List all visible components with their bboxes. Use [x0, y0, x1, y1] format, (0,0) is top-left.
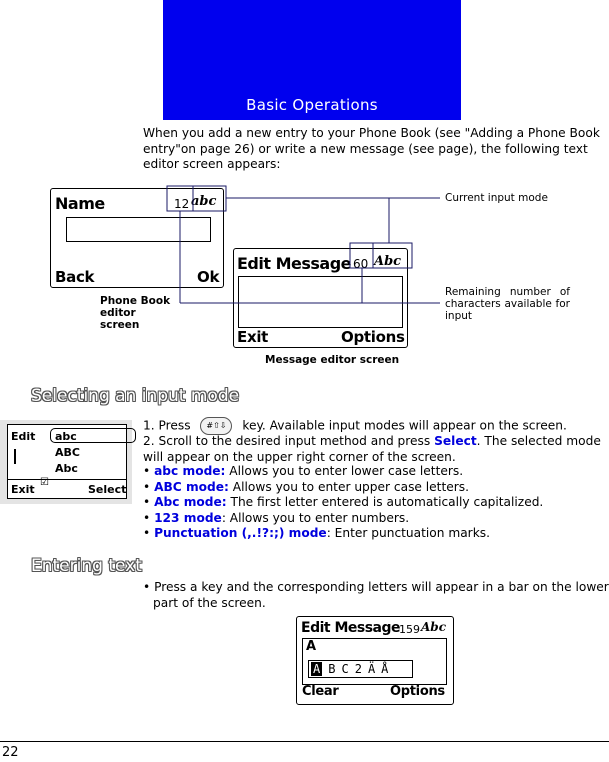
section-heading-input-mode: Selecting an input mode — [31, 386, 240, 406]
phone-book-screen: Name 12 abc Back Ok — [50, 188, 224, 288]
chapter-title: Basic Operations — [246, 96, 378, 114]
menu-item-abc[interactable]: abc — [55, 430, 77, 443]
candidate-selected: A — [311, 662, 323, 676]
hash-key-icon: #⇧⇩ — [200, 417, 233, 435]
chapter-banner: Basic Operations — [163, 0, 461, 120]
bullet-abc: • abc mode: Allows you to enter lower ca… — [143, 464, 464, 478]
message-editor-screen: Edit Message 60 Abc Exit Options — [233, 248, 408, 348]
menu-item-Abc[interactable]: Abc — [55, 462, 78, 475]
bullet-ABC: • ABC mode: Allows you to enter upper ca… — [143, 479, 469, 494]
typed-text: A — [306, 639, 317, 654]
bullet-text: Press a key and the corresponding letter… — [153, 580, 609, 610]
callout-lines — [166, 185, 440, 304]
candidate: Ä — [367, 662, 376, 676]
screen-title: Name — [55, 194, 105, 213]
phone-book-caption: Phone Book editor screen — [100, 295, 171, 331]
entering-text-bullet: • Press a key and the corresponding lett… — [143, 580, 609, 610]
bullet-Abc: • Abc mode: The first letter entered is … — [143, 495, 544, 509]
soft-key-right: Ok — [197, 268, 220, 286]
current-input-mode-note: Current input mode — [445, 192, 548, 204]
char-count: 159 — [399, 623, 420, 636]
step-2-prefix: 2. Scroll to the desired input method an… — [143, 434, 431, 448]
soft-key-left: Exit — [11, 483, 35, 496]
soft-key-left: Back — [55, 268, 95, 286]
candidate: 2 — [354, 662, 362, 676]
char-count: 12 — [174, 197, 190, 211]
intro-paragraph: When you add a new entry to your Phone B… — [143, 126, 600, 171]
soft-key-left: Clear — [302, 684, 339, 699]
select-term: Select — [434, 434, 477, 448]
screen-title: Edit Message — [237, 254, 352, 273]
bullet-123: • 123 mode: Allows you to enter numbers. — [143, 510, 410, 525]
menu-screen-body: Edit abc ABC Abc ☑ Exit Select — [7, 424, 136, 499]
text-cursor — [14, 449, 16, 464]
soft-key-right: Options — [390, 684, 445, 699]
soft-key-right: Options — [341, 328, 405, 346]
step-2: 2. Scroll to the desired input method an… — [143, 434, 605, 465]
step-1-prefix: 1. Press — [143, 418, 191, 433]
candidate-bar: A B C 2 Ä Å — [308, 660, 413, 678]
candidate: C — [341, 662, 349, 676]
candidate: B — [328, 662, 336, 676]
step-2-text: . The selected mode will appear on the u… — [143, 434, 601, 464]
mode-bullets: • abc mode: Allows you to enter lower ca… — [143, 464, 605, 542]
bullet-punctuation: • Punctuation (,.!?:;) mode: Enter punct… — [143, 526, 490, 540]
text-input-box — [238, 276, 403, 328]
mode-menu-screen: Edit abc ABC Abc ☑ Exit Select — [0, 420, 136, 504]
soft-key-right: Select — [88, 483, 127, 496]
screen-title: Edit — [11, 430, 36, 443]
editor-screens-figure: Name 12 abc Back Ok Edit Message 60 Abc … — [0, 180, 609, 370]
text-input-box: A A B C 2 Ä Å — [302, 638, 447, 685]
message-editor-caption: Message editor screen — [265, 354, 400, 366]
footer-rule — [0, 741, 609, 742]
checkbox-icon: ☑ — [40, 477, 49, 488]
section-heading-entering-text: Entering text — [31, 556, 142, 576]
input-mode-indicator: Abc — [374, 254, 402, 269]
input-mode-indicator: abc — [191, 194, 217, 209]
text-input-box — [66, 217, 211, 242]
screen-title: Edit Message — [301, 620, 401, 636]
soft-key-left: Exit — [237, 328, 269, 346]
menu-scrollbar — [8, 479, 126, 480]
page-number: 22 — [2, 745, 19, 760]
step-1-text: key. Available input modes will appear o… — [242, 418, 567, 433]
step-1: 1. Press #⇧⇩ key. Available input modes … — [143, 417, 605, 435]
entry-screen: Edit Message 159 Abc A A B C 2 Ä Å Clear… — [296, 616, 454, 705]
candidate: Å — [381, 662, 389, 676]
menu-item-ABC[interactable]: ABC — [55, 446, 80, 459]
remaining-characters-note: Remaining number of characters available… — [445, 286, 570, 322]
input-mode-indicator: Abc — [421, 620, 447, 634]
menu-highlight — [50, 428, 136, 443]
